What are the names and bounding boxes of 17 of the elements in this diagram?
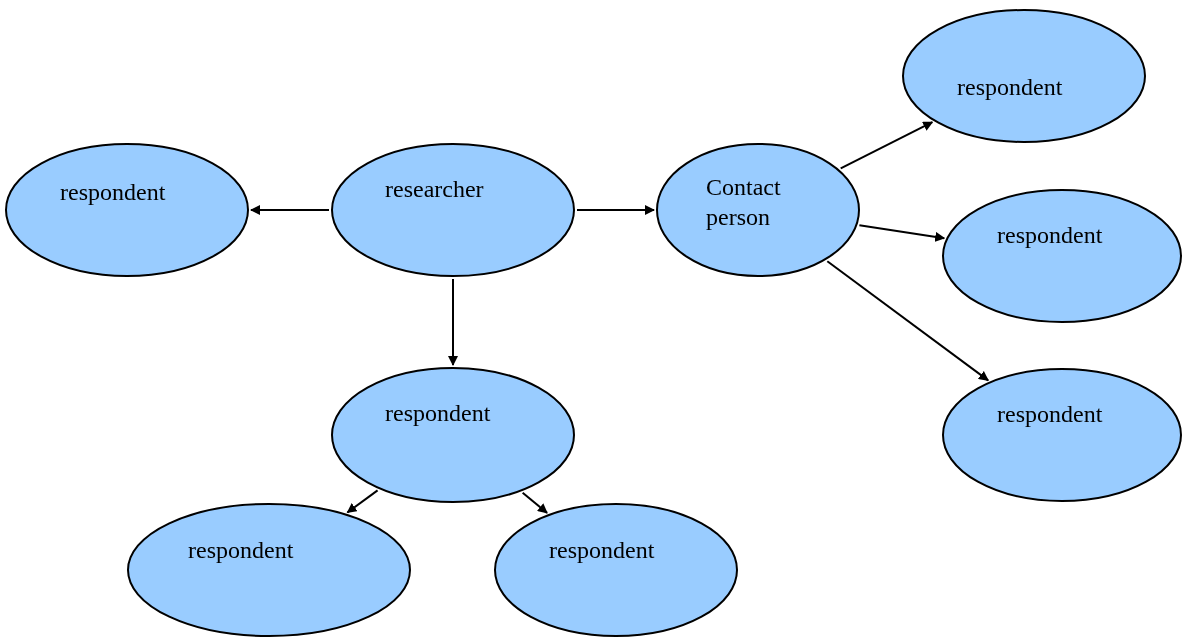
arrow (250, 205, 330, 215)
node-label: respondent (549, 536, 656, 565)
arrow (448, 278, 458, 366)
node-label: respondent (957, 73, 1064, 102)
node-label: researcher (385, 175, 485, 204)
node-label: respondent (385, 399, 492, 428)
node-label: respondent (997, 400, 1104, 429)
arrow (346, 489, 379, 514)
node-label: respondent (997, 221, 1104, 250)
node-label: respondent (188, 536, 295, 565)
arrow (826, 260, 990, 382)
node-label: Contact person (706, 173, 782, 232)
arrow (858, 224, 946, 242)
arrow (576, 205, 655, 215)
node-label: respondent (60, 178, 167, 207)
arrow (521, 491, 549, 514)
arrow (839, 121, 934, 170)
